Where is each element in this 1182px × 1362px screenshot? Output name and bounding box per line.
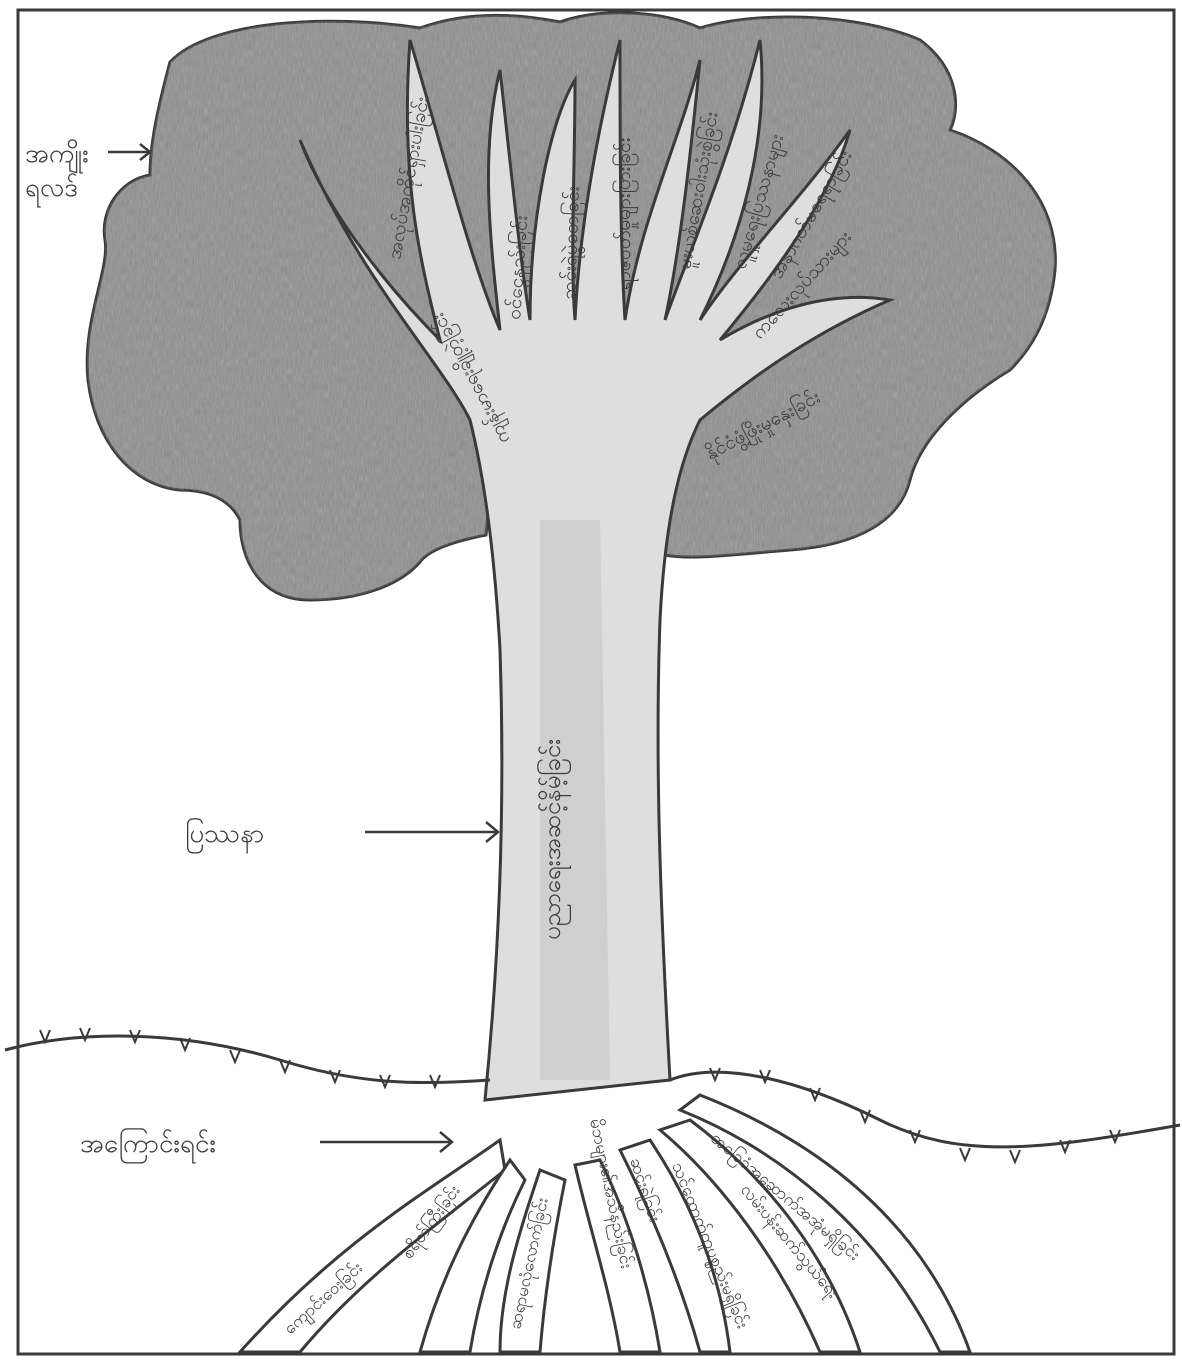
- branch-label: ရာဇဝတ်မှုများပြားခြင်း: [611, 138, 639, 290]
- trunk-text: ပညာရေးအဆင့်နိမ့်ခြင်း: [536, 739, 571, 940]
- roots-arrow: [320, 1132, 452, 1152]
- roots-label: အကြောင်းရင်း: [80, 1126, 216, 1164]
- canopy-label-line1: အကျိုး: [25, 138, 89, 174]
- trunk-arrow: [365, 822, 498, 842]
- ground-line-left: [5, 1036, 490, 1083]
- canopy-arrow: [108, 144, 150, 160]
- trunk-label: ပြဿနာ: [185, 816, 264, 854]
- canopy-label-line2: ရလဒ်: [25, 172, 78, 208]
